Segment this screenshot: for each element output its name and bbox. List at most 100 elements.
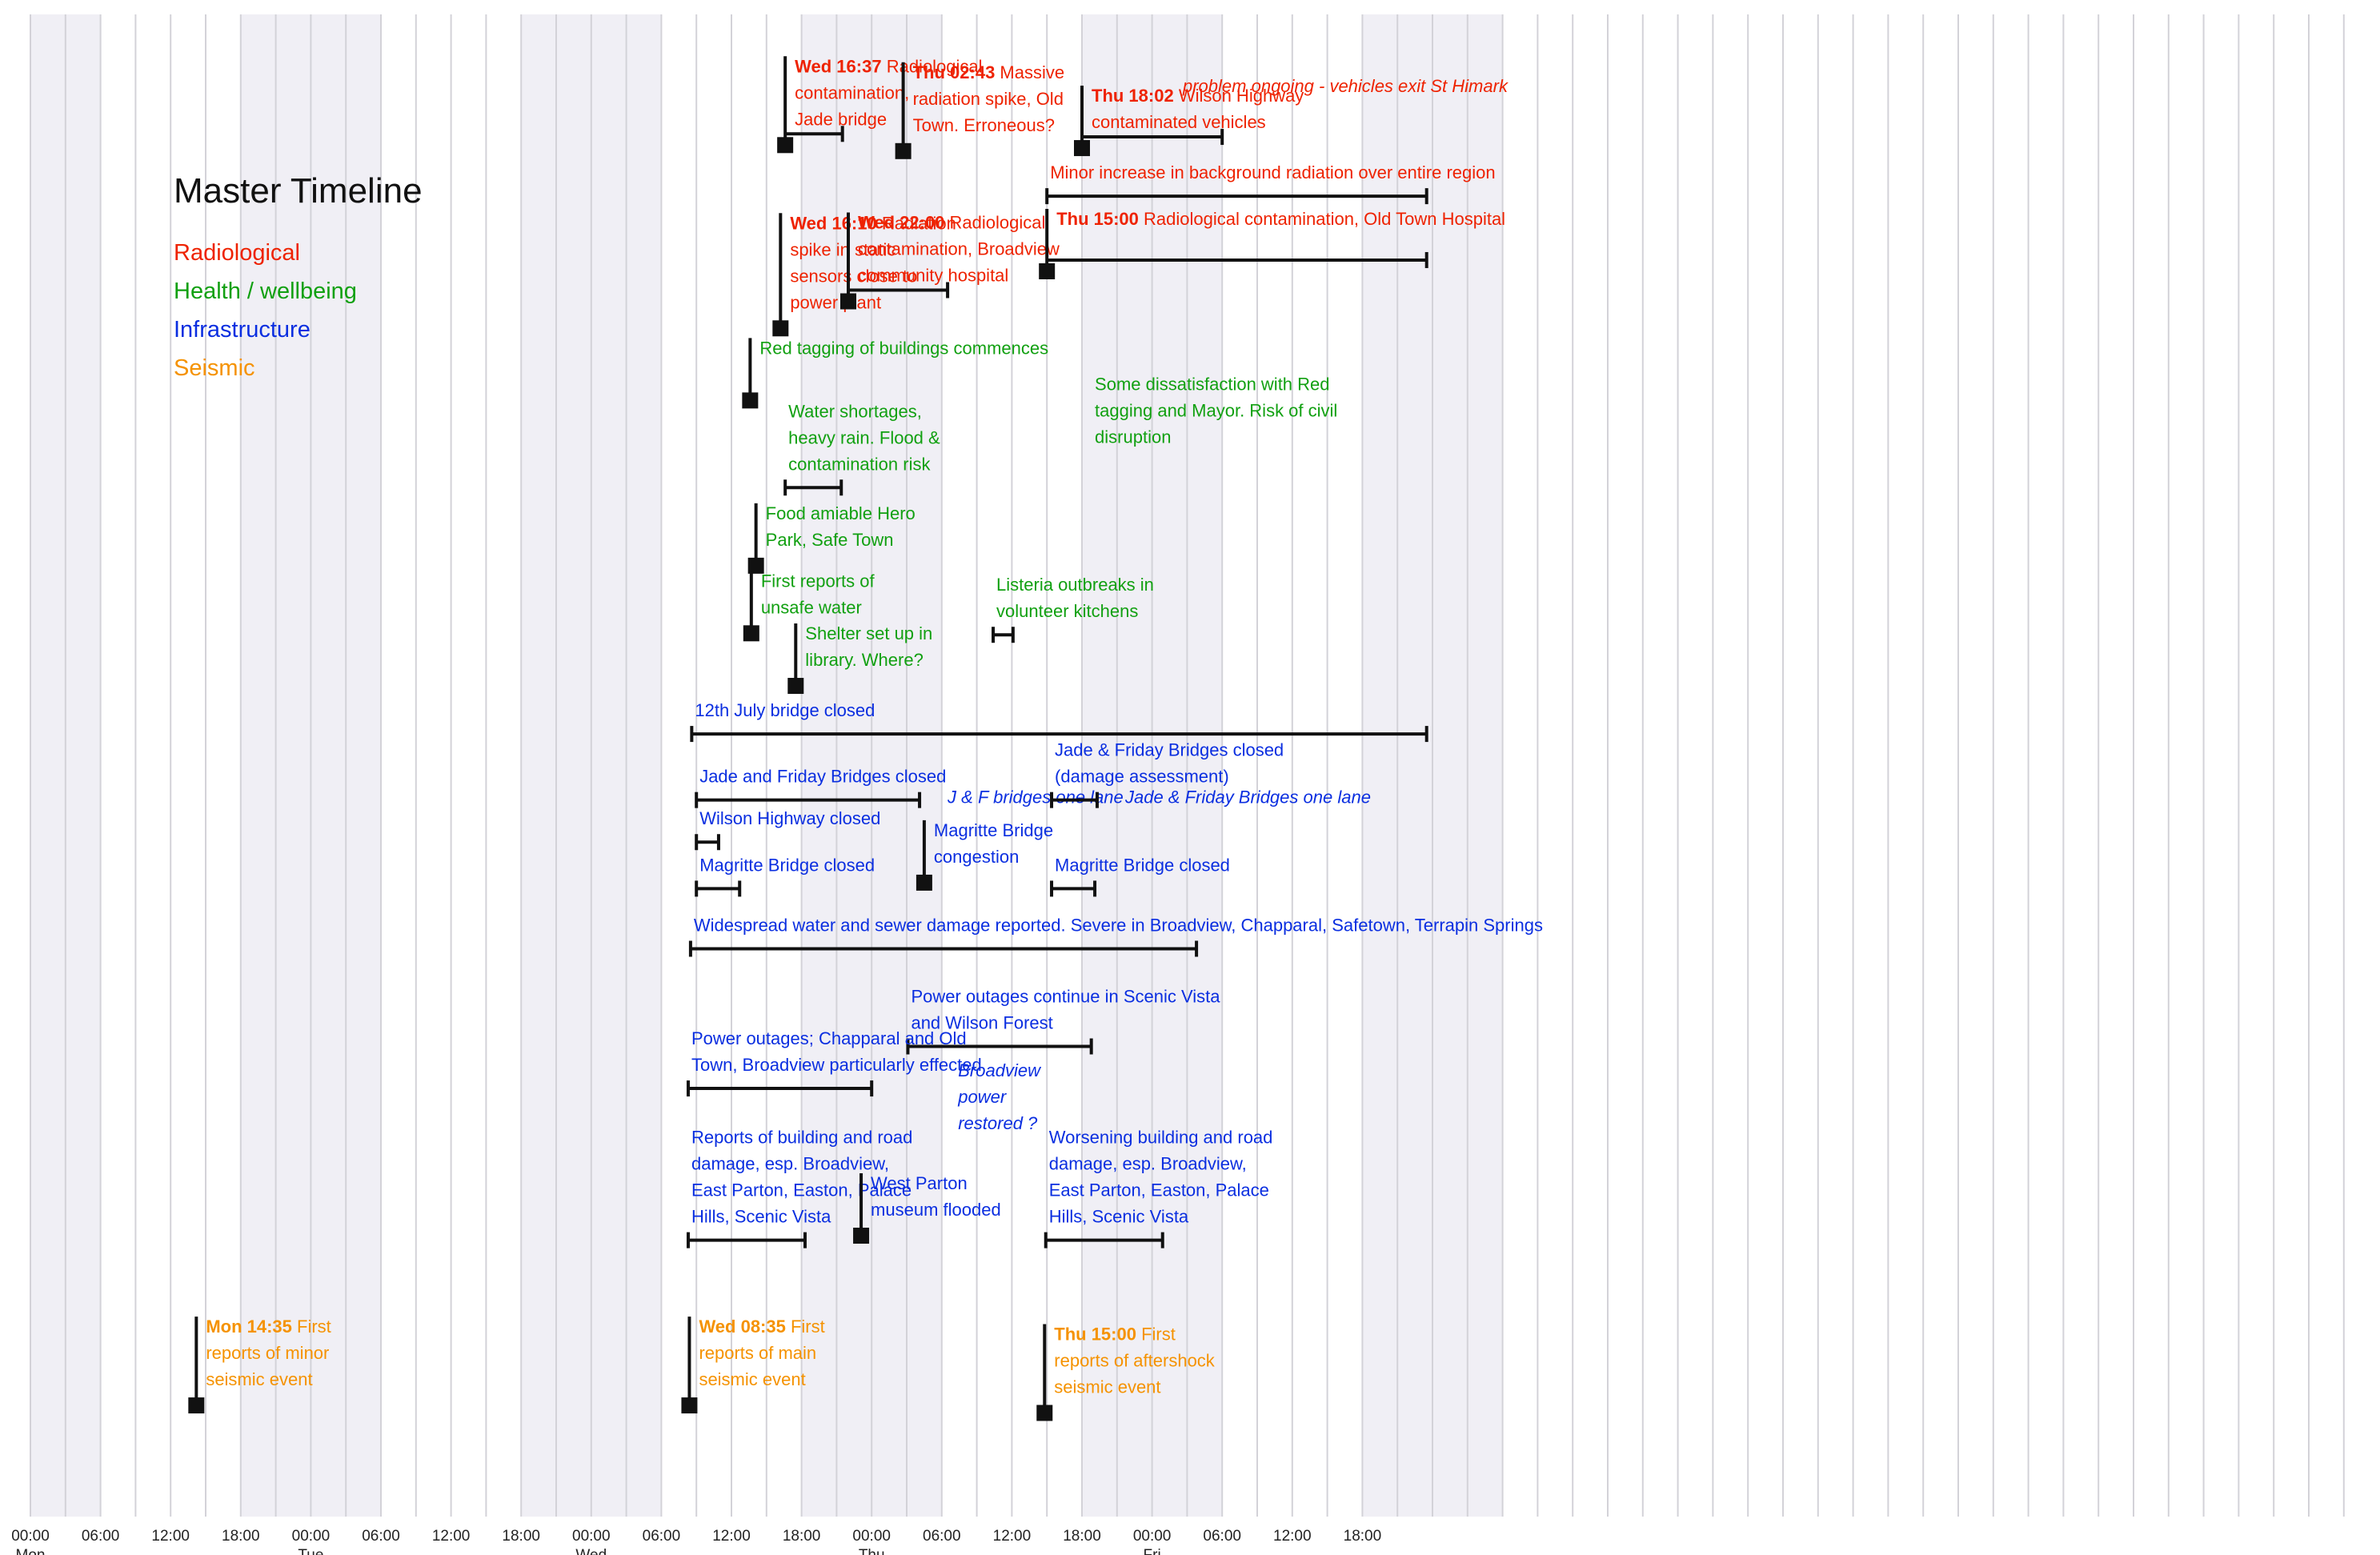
event-11-label-line-1: library. Where?	[805, 650, 924, 670]
event-29-label-line-2: seismic event	[699, 1369, 805, 1389]
gridlines	[30, 14, 2345, 1517]
event-5-label-line-1: contamination, Broadview	[858, 239, 1060, 259]
x-day-label-0: Mon	[16, 1547, 46, 1555]
event-16-note: Jade & Friday Bridges one lane	[1124, 788, 1371, 808]
x-tick-label-9: 06:00	[643, 1528, 681, 1545]
event-22-label-line-0: Power outages continue in Scenic Vista	[911, 986, 1220, 1006]
event-12-label-line-1: volunteer kitchens	[996, 601, 1138, 621]
event-7-label: Red tagging of buildings commences	[759, 338, 1048, 358]
legend-infrastructure: Infrastructure	[174, 317, 311, 343]
legend-health-wellbeing: Health / wellbeing	[174, 279, 357, 304]
event-25-label-line-2: East Parton, Easton, Palace	[691, 1180, 912, 1200]
event-28-label-line-0: Mon 14:35 First	[206, 1317, 331, 1337]
event-26-marker	[853, 1228, 870, 1244]
event-4-label-line-3: power plant	[790, 292, 881, 312]
event-30-marker	[1036, 1405, 1053, 1421]
event-16-label-line-1: (damage assessment)	[1055, 767, 1229, 787]
x-day-label-4: Tue	[298, 1547, 323, 1555]
x-tick-label-15: 18:00	[1063, 1528, 1101, 1545]
event-8-label-line-0: Water shortages,	[788, 401, 922, 421]
event-0-label-line-2: Jade bridge	[795, 109, 887, 129]
event-29-marker	[681, 1397, 698, 1414]
chart-title: Master Timeline	[174, 171, 423, 210]
event-21-label: Widespread water and sewer damage report…	[694, 915, 1543, 935]
event-0-marker	[777, 137, 794, 154]
event-2-note-line-0: problem ongoing - vehicles exit St Himar…	[1182, 76, 1509, 96]
event-28-label: Mon 14:35 First reports of minor seismic e…	[206, 1317, 331, 1389]
event-5-label-time: Wed 22:00	[858, 213, 950, 233]
event-6-label-time: Thu 15:00	[1056, 209, 1144, 229]
event-1-marker	[895, 142, 912, 159]
x-tick-label-5: 06:00	[362, 1528, 400, 1545]
event-2-label-line-0: Thu 18:02 Wilson Highway	[1092, 86, 1304, 106]
x-tick-label-18: 12:00	[1273, 1528, 1312, 1545]
legend-radiological: Radiological	[174, 240, 300, 266]
event-24-label-line-2: restored ?	[958, 1113, 1038, 1133]
x-tick-label-10: 12:00	[712, 1528, 751, 1545]
event-28-label-line-1: reports of minor	[206, 1343, 329, 1363]
x-tick-label-2: 12:00	[151, 1528, 190, 1545]
event-6-label-line-0: Thu 15:00 Radiological contamination, Ol…	[1056, 209, 1505, 229]
event-6-label: Thu 15:00 Radiological contamination, Ol…	[1056, 209, 1505, 229]
event-1-label-line-0: Thu 02:43 Massive	[913, 62, 1065, 82]
x-tick-label-3: 18:00	[222, 1528, 260, 1545]
x-tick-label-11: 18:00	[783, 1528, 821, 1545]
x-tick-label-17: 06:00	[1203, 1528, 1241, 1545]
event-28-label-line-2: seismic event	[206, 1369, 312, 1389]
x-tick-label-14: 12:00	[993, 1528, 1032, 1545]
event-4-label-line-1: spike in static	[790, 239, 896, 259]
event-27-label: Worsening building and road damage, esp. …	[1049, 1128, 1273, 1227]
event-17-label: Wilson Highway closed	[699, 808, 880, 828]
event-14-label-line-0: 12th July bridge closed	[695, 700, 875, 720]
event-27-label-line-0: Worsening building and road	[1049, 1128, 1273, 1148]
event-12-label: Listeria outbreaks in volunteer kitchens	[996, 575, 1154, 621]
x-day-label-16: Fri	[1144, 1547, 1161, 1555]
event-14-label: 12th July bridge closed	[695, 700, 875, 720]
event-4-label-line-2: sensors close to	[790, 266, 917, 286]
x-day-label-8: Wed	[575, 1547, 607, 1555]
event-4-label-time: Wed 16:10	[790, 213, 882, 233]
event-15-note: J & F bridges one lane	[947, 788, 1124, 808]
event-21-label-line-0: Widespread water and sewer damage report…	[694, 915, 1543, 935]
event-29-label-line-1: reports of main	[699, 1343, 816, 1363]
event-24-label-line-0: Broadview	[958, 1060, 1042, 1080]
event-13-label-line-2: disruption	[1095, 427, 1171, 447]
event-8-label: Water shortages,heavy rain. Flood &conta…	[788, 401, 940, 474]
event-2-marker	[1074, 140, 1090, 157]
event-13-label-line-1: tagging and Mayor. Risk of civil	[1095, 400, 1337, 420]
event-1-label-time: Thu 02:43	[913, 62, 1000, 82]
event-16-label: Jade & Friday Bridges closed (damage asse…	[1055, 740, 1284, 787]
event-7-marker	[742, 392, 759, 409]
x-day-label-12: Thu	[859, 1547, 885, 1555]
event-5-label-line-2: community hospital	[858, 266, 1008, 286]
legend-seismic: Seismic	[174, 355, 255, 381]
x-tick-label-12: 00:00	[852, 1528, 891, 1545]
event-28-marker	[188, 1397, 205, 1414]
event-2-label-time: Thu 18:02	[1092, 86, 1179, 106]
event-27-label-line-1: damage, esp. Broadview,	[1049, 1154, 1247, 1174]
event-12-label-line-0: Listeria outbreaks in	[996, 575, 1154, 595]
event-16-label-line-0: Jade & Friday Bridges closed	[1055, 740, 1284, 760]
x-tick-label-1: 06:00	[82, 1528, 120, 1545]
event-5-marker	[840, 293, 856, 310]
event-9-label-line-1: Park, Safe Town	[766, 530, 894, 550]
event-19-marker	[916, 874, 932, 891]
event-27-label-line-2: East Parton, Easton, Palace	[1049, 1180, 1269, 1200]
x-tick-label-4: 00:00	[292, 1528, 331, 1545]
event-30-label-line-1: reports of aftershock	[1054, 1350, 1216, 1370]
x-tick-label-0: 00:00	[11, 1528, 50, 1545]
event-15-label: Jade and Friday Bridges closed	[699, 767, 946, 787]
event-8-label-line-2: contamination risk	[788, 454, 931, 474]
event-29-label-time: Wed 08:35	[699, 1317, 791, 1337]
